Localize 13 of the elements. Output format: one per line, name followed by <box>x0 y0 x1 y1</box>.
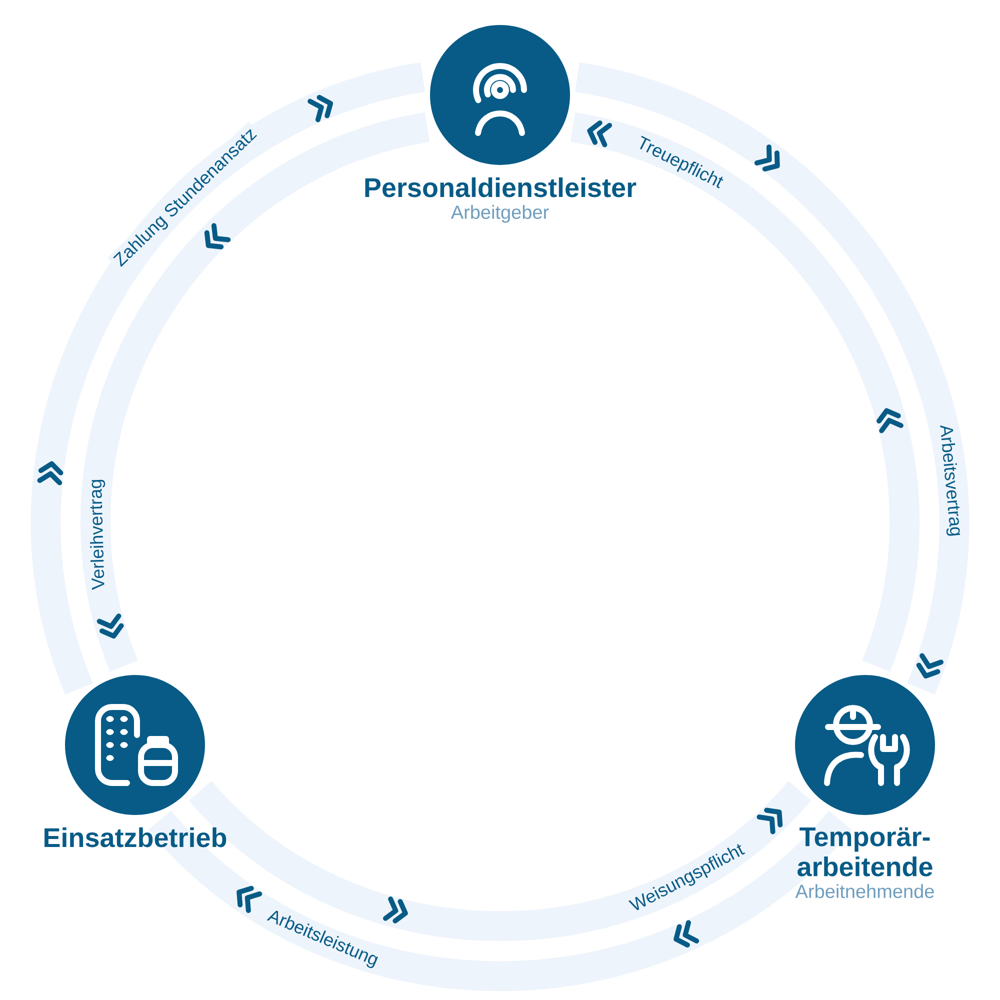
arrow-band <box>574 62 968 694</box>
node-subtitle: Arbeitnehmende <box>795 884 934 898</box>
node-title: Temporär- arbeitende <box>798 827 932 876</box>
arrow-band <box>32 62 426 694</box>
node-title: Personaldienstleister <box>365 177 636 198</box>
node-title: Einsatzbetrieb <box>44 827 226 848</box>
edge-label: Verleihvertrag <box>85 476 112 594</box>
arrow-band <box>190 780 810 941</box>
arrow-band <box>569 112 919 671</box>
arrow-band <box>81 112 431 671</box>
edge-label: Arbeitsvertrag <box>933 420 967 541</box>
node-subtitle: Arbeitgeber <box>450 205 549 223</box>
arrow-band <box>148 810 852 991</box>
